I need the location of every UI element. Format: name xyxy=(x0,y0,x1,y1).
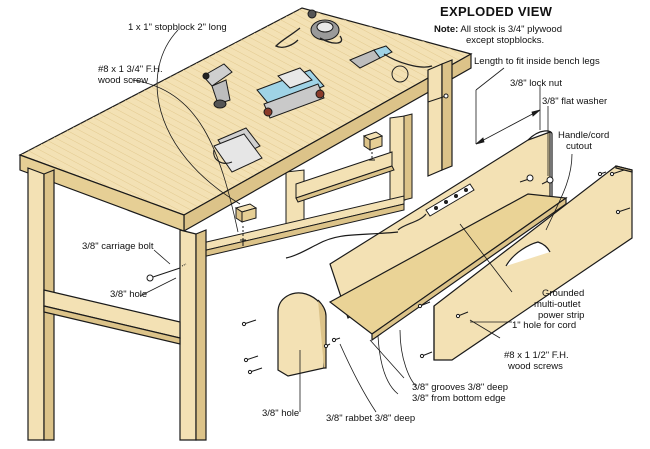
power-strip-icon xyxy=(397,183,475,231)
stopblock-right xyxy=(362,131,384,151)
label-length: Length to fit inside bench legs xyxy=(474,56,600,67)
back-stretcher xyxy=(295,151,395,203)
label-grooves-line-2: 3/8" from bottom edge xyxy=(412,393,506,404)
label-screws-line-1: #8 x 1 1/2" F.H. xyxy=(504,350,569,361)
label-flat-washer: 3/8" flat washer xyxy=(542,96,608,107)
label-outlet-line-1: Grounded xyxy=(542,288,585,299)
label-rabbet: 3/8" rabbet 3/8" deep xyxy=(326,413,416,424)
length-dimension xyxy=(475,109,541,145)
label-carriage-bolt: 3/8" carriage bolt xyxy=(82,241,154,252)
label-wood-screw-line-2: wood screw xyxy=(98,75,149,86)
stopblock-left xyxy=(234,203,258,223)
label-screws-line-2: wood screws xyxy=(508,361,563,372)
cord xyxy=(285,231,399,259)
note-line-1: All stock is 3/4" plywood xyxy=(460,24,562,35)
box-front-panel xyxy=(433,165,633,361)
stopblock-screws xyxy=(240,152,375,246)
note-prefix: Note: xyxy=(434,24,459,35)
label-wood-screw-line-1: #8 x 1 3/4" F.H. xyxy=(98,64,163,75)
detail-sander-icon xyxy=(349,45,433,83)
sander-icon xyxy=(274,9,343,48)
box-end-panel xyxy=(277,292,327,377)
label-cord-hole: 1" hole for cord xyxy=(512,320,577,331)
label-handle-line-2: cutout xyxy=(566,141,592,152)
label-hole-left: 3/8" hole xyxy=(110,289,148,300)
front-legs xyxy=(27,59,453,441)
label-hole-bottom: 3/8" hole xyxy=(262,408,300,419)
diagram-title: EXPLODED VIEW xyxy=(440,4,553,19)
label-stopblock: 1 x 1" stopblock 2" long xyxy=(128,22,227,33)
palm-sander-icon xyxy=(213,127,263,173)
fasteners xyxy=(146,93,631,375)
leader-lines xyxy=(131,29,573,413)
side-stretcher xyxy=(43,289,181,345)
belt-sander-icon xyxy=(256,67,325,119)
label-lock-nut: 3/8" lock nut xyxy=(510,78,562,89)
label-handle-line-1: Handle/cord xyxy=(558,130,610,141)
stopblocks xyxy=(234,131,384,223)
label-outlet-line-3: power strip xyxy=(538,310,585,321)
label-outlet-line-2: multi-outlet xyxy=(534,299,581,310)
drill-icon xyxy=(202,63,233,109)
note: Note: All stock is 3/4" plywood xyxy=(434,24,562,35)
note-line-2: except stopblocks. xyxy=(466,35,545,46)
label-grooves-line-1: 3/8" grooves 3/8" deep xyxy=(412,382,509,393)
